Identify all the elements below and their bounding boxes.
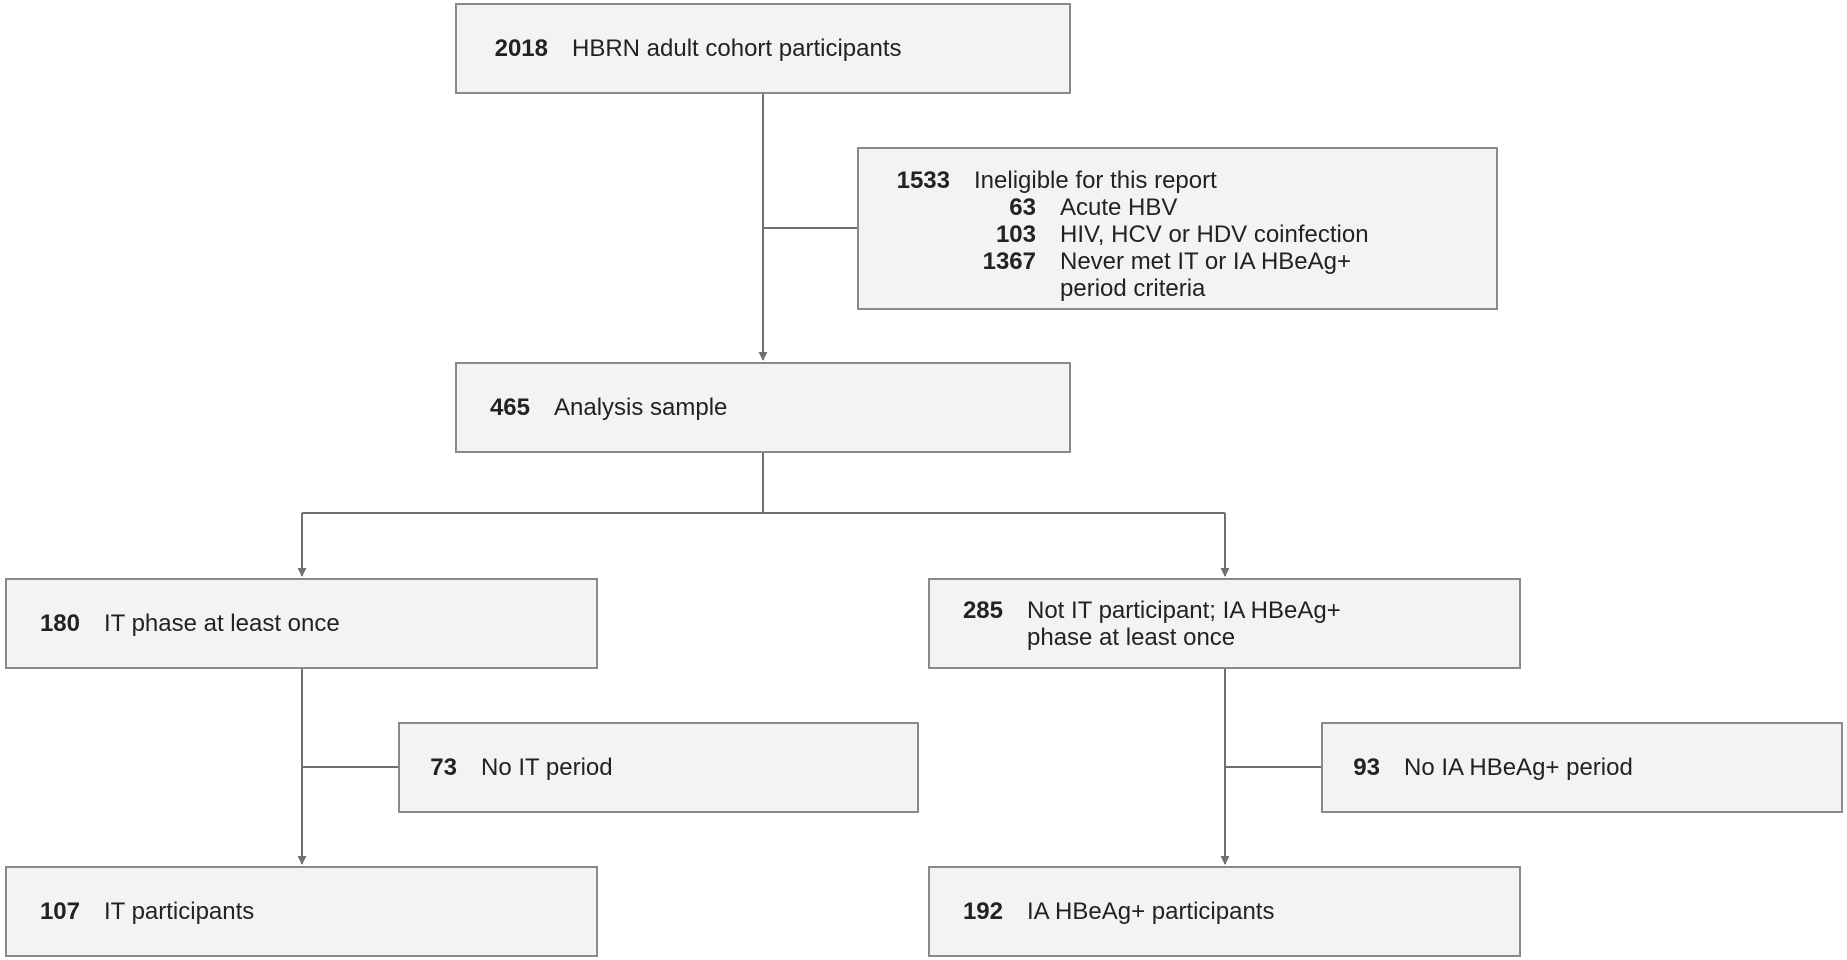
no-ia-box: 93 No IA HBeAg+ period — [1321, 722, 1843, 813]
ia-phase-box: 285 Not IT participant; IA HBeAg+ phase … — [928, 578, 1521, 669]
it-participants-count: 107 — [39, 898, 80, 925]
no-ia-count: 93 — [1353, 754, 1380, 781]
no-it-box: 73 No IT period — [398, 722, 919, 813]
coinfection-count: 103 — [995, 221, 1036, 248]
ia-participants-count: 192 — [962, 898, 1003, 925]
cohort-label: HBRN adult cohort participants — [572, 35, 902, 62]
ineligible-count: 1533 — [896, 167, 950, 194]
analysis-count: 465 — [489, 394, 530, 421]
ia-participants-box: 192 IA HBeAg+ participants — [928, 866, 1521, 957]
ineligible-box: 1533 Ineligible for this report 63 Acute… — [857, 147, 1498, 310]
no-it-count: 73 — [430, 754, 457, 781]
cohort-box: 2018 HBRN adult cohort participants — [455, 3, 1071, 94]
it-participants-box: 107 IT participants — [5, 866, 598, 957]
acute-hbv-count: 63 — [1009, 194, 1036, 221]
ineligible-label: Ineligible for this report — [974, 167, 1217, 194]
ia-phase-label-line1: Not IT participant; IA HBeAg+ — [1027, 596, 1341, 624]
never-met-count: 1367 — [982, 248, 1036, 275]
it-phase-count: 180 — [39, 610, 80, 637]
cohort-count: 2018 — [494, 35, 548, 62]
analysis-label: Analysis sample — [554, 394, 728, 421]
never-met-label-line2: period criteria — [1060, 275, 1206, 302]
ia-phase-count: 285 — [962, 596, 1003, 624]
never-met-label-line1: Never met IT or IA HBeAg+ — [1060, 248, 1352, 275]
ia-phase-label-line2: phase at least once — [1027, 623, 1236, 651]
acute-hbv-label: Acute HBV — [1060, 194, 1178, 221]
it-phase-label: IT phase at least once — [104, 610, 340, 637]
it-phase-box: 180 IT phase at least once — [5, 578, 598, 669]
ia-participants-label: IA HBeAg+ participants — [1027, 898, 1275, 925]
it-participants-label: IT participants — [104, 898, 255, 925]
coinfection-label: HIV, HCV or HDV coinfection — [1060, 221, 1369, 248]
no-it-label: No IT period — [481, 754, 613, 781]
no-ia-label: No IA HBeAg+ period — [1404, 754, 1633, 781]
analysis-box: 465 Analysis sample — [455, 362, 1071, 453]
